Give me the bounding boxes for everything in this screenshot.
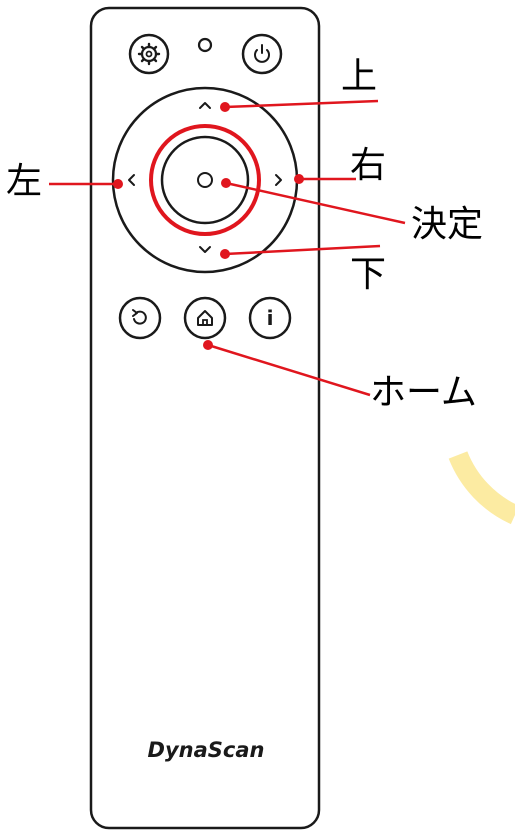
led-indicator bbox=[197, 37, 213, 53]
power-button[interactable] bbox=[241, 33, 283, 75]
label-right: 右 bbox=[350, 145, 386, 186]
chevron-up-icon[interactable] bbox=[199, 102, 211, 109]
back-button[interactable] bbox=[118, 296, 162, 340]
chevron-down-icon[interactable] bbox=[199, 246, 211, 253]
label-ok: 決定 bbox=[411, 204, 483, 245]
ok-highlight-ring bbox=[149, 124, 261, 236]
info-button[interactable]: i bbox=[248, 296, 292, 340]
callout-ok bbox=[221, 178, 406, 225]
label-up: 上 bbox=[341, 56, 377, 97]
brand-logo: DynaScan bbox=[148, 738, 265, 762]
home-button[interactable] bbox=[183, 296, 227, 340]
settings-icon bbox=[137, 42, 161, 66]
callout-down bbox=[220, 244, 381, 259]
callout-left bbox=[49, 179, 123, 189]
callout-home bbox=[203, 340, 371, 397]
info-icon: i bbox=[267, 306, 274, 330]
back-icon bbox=[132, 309, 147, 325]
ok-button[interactable] bbox=[160, 135, 250, 225]
label-down: 下 bbox=[350, 254, 386, 295]
label-left: 左 bbox=[6, 161, 42, 202]
label-home: ホーム bbox=[370, 372, 477, 413]
callout-up bbox=[220, 99, 379, 112]
settings-button[interactable] bbox=[128, 33, 170, 75]
dpad bbox=[111, 86, 299, 274]
power-icon bbox=[254, 44, 270, 63]
chevron-left-icon[interactable] bbox=[128, 174, 135, 186]
ok-circle-icon bbox=[197, 172, 213, 188]
watermark-arc bbox=[448, 451, 515, 525]
callout-right bbox=[294, 174, 356, 184]
home-icon bbox=[197, 310, 213, 326]
chevron-right-icon[interactable] bbox=[275, 174, 282, 186]
